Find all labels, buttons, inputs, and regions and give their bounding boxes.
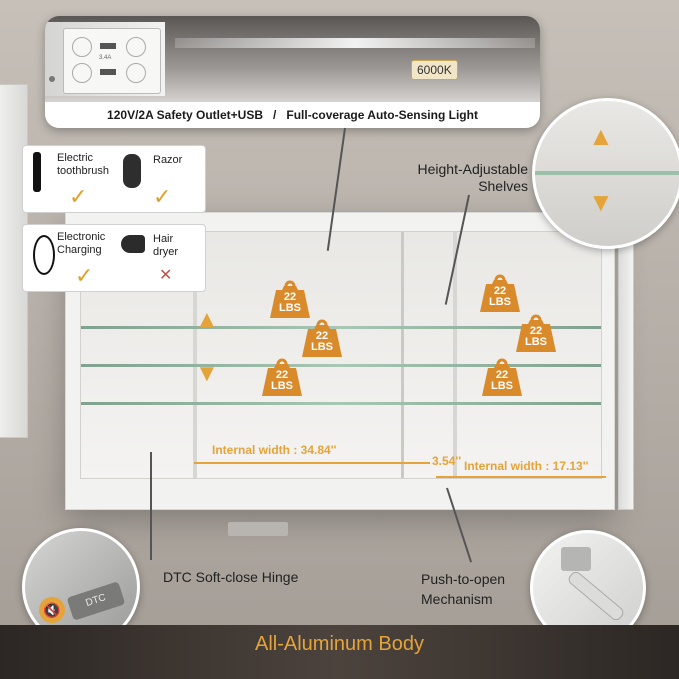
weight-badge: 22 LBS	[270, 278, 310, 318]
weight-unit: LBS	[525, 336, 547, 348]
glass-shelf-bottom	[81, 402, 601, 405]
weight-unit: LBS	[311, 341, 333, 353]
socket-icon	[126, 63, 146, 83]
weight-unit: LBS	[271, 380, 293, 392]
check-icon: ✓	[153, 184, 172, 209]
usb-port-icon	[100, 43, 116, 49]
weight-icon	[302, 319, 342, 357]
hinge-leader-vertical	[150, 452, 152, 560]
footer-title: All-Aluminum Body	[255, 633, 424, 655]
adjust-arrow-down-icon: ▼	[195, 360, 219, 387]
cross-icon: ✕	[159, 267, 173, 284]
compat-box-charging-hairdryer: Electronic Charging ✓ Hair dryer ✕	[22, 224, 206, 292]
caption-separator: /	[273, 108, 277, 122]
shelf-detail-callout: ▲ ▼	[532, 98, 679, 249]
razor-icon	[123, 154, 141, 188]
push-latch-bracket	[561, 547, 591, 571]
center-divider	[401, 232, 404, 478]
weight-icon	[262, 358, 302, 396]
socket-icon	[72, 63, 92, 83]
push-label: Push-to-open Mechanism	[421, 571, 506, 607]
weight-icon	[480, 274, 520, 312]
weight-value: 22	[315, 330, 329, 342]
weight-value: 22	[283, 291, 297, 303]
socket-icon	[126, 37, 146, 57]
weight-value: 22	[275, 369, 289, 381]
arrow-up-icon: ▲	[588, 121, 614, 151]
hair-dryer-icon	[121, 235, 145, 253]
usb-port-icon	[100, 69, 116, 75]
weight-badge: 22 LBS	[262, 356, 302, 396]
color-temp-badge: 6000K	[411, 60, 458, 80]
led-light-strip	[175, 38, 535, 48]
outlet-light-callout: 3.4A 6000K 120V/2A Safety Outlet+USB / F…	[45, 16, 540, 128]
light-caption: Full-coverage Auto-Sensing Light	[286, 108, 478, 122]
item-toothbrush: Electric toothbrush	[57, 152, 109, 177]
shelves-label: Height-Adjustable Shelves	[417, 161, 528, 194]
right-divider	[453, 232, 457, 478]
weight-icon	[270, 280, 310, 318]
weight-value: 22	[493, 285, 507, 297]
push-latch-rod	[566, 569, 626, 623]
right-width-label: Internal width : 17.13''	[464, 459, 589, 473]
mute-icon: 🔇	[39, 597, 65, 623]
weight-unit: LBS	[491, 380, 513, 392]
weight-badge: 22 LBS	[482, 356, 522, 396]
item-electronic-charging: Electronic Charging	[57, 231, 106, 256]
weight-value: 22	[495, 369, 509, 381]
right-width-dimension-line	[436, 476, 606, 478]
weight-icon	[516, 314, 556, 352]
weight-icon	[482, 358, 522, 396]
weight-value: 22	[529, 325, 543, 337]
item-hair-dryer: Hair dryer	[153, 233, 179, 258]
glass-shelf-top	[81, 326, 601, 329]
weight-badge: 22 LBS	[302, 317, 342, 357]
shelf-edge-detail	[535, 171, 679, 175]
toothbrush-icon	[33, 152, 41, 192]
hinge-body: DTC	[66, 581, 126, 621]
glass-shelf-middle	[81, 364, 601, 367]
faucet-shadow	[228, 522, 288, 536]
check-icon: ✓	[75, 263, 94, 288]
screw-icon	[49, 76, 55, 82]
adjust-arrow-up-icon: ▲	[195, 306, 219, 333]
outlet-light-caption: 120V/2A Safety Outlet+USB / Full-coverag…	[45, 104, 540, 126]
check-icon: ✓	[69, 184, 88, 209]
outlet-spec: 3.4A	[99, 55, 112, 61]
weight-unit: LBS	[279, 302, 301, 314]
weight-unit: LBS	[489, 296, 511, 308]
weight-badge: 22 LBS	[480, 272, 520, 312]
usb-outlet: 3.4A	[63, 28, 161, 94]
left-divider	[193, 232, 197, 478]
socket-icon	[72, 37, 92, 57]
charging-cable-icon	[33, 235, 55, 275]
gap-width-label: 3.54''	[432, 454, 462, 468]
left-width-label: Internal width : 34.84''	[212, 443, 337, 457]
item-razor: Razor	[153, 154, 183, 166]
weight-badge: 22 LBS	[516, 312, 556, 352]
compat-box-toothbrush-razor: Electric toothbrush ✓ Razor ✓	[22, 145, 206, 213]
arrow-down-icon: ▼	[588, 187, 614, 217]
footer-band: All-Aluminum Body	[0, 625, 679, 679]
hinge-label: DTC Soft-close Hinge	[163, 569, 299, 585]
left-width-dimension-line	[194, 462, 430, 464]
right-cabinet-door	[618, 212, 634, 510]
outlet-panel: 3.4A	[45, 22, 165, 96]
outlet-caption: 120V/2A Safety Outlet+USB	[107, 108, 263, 122]
